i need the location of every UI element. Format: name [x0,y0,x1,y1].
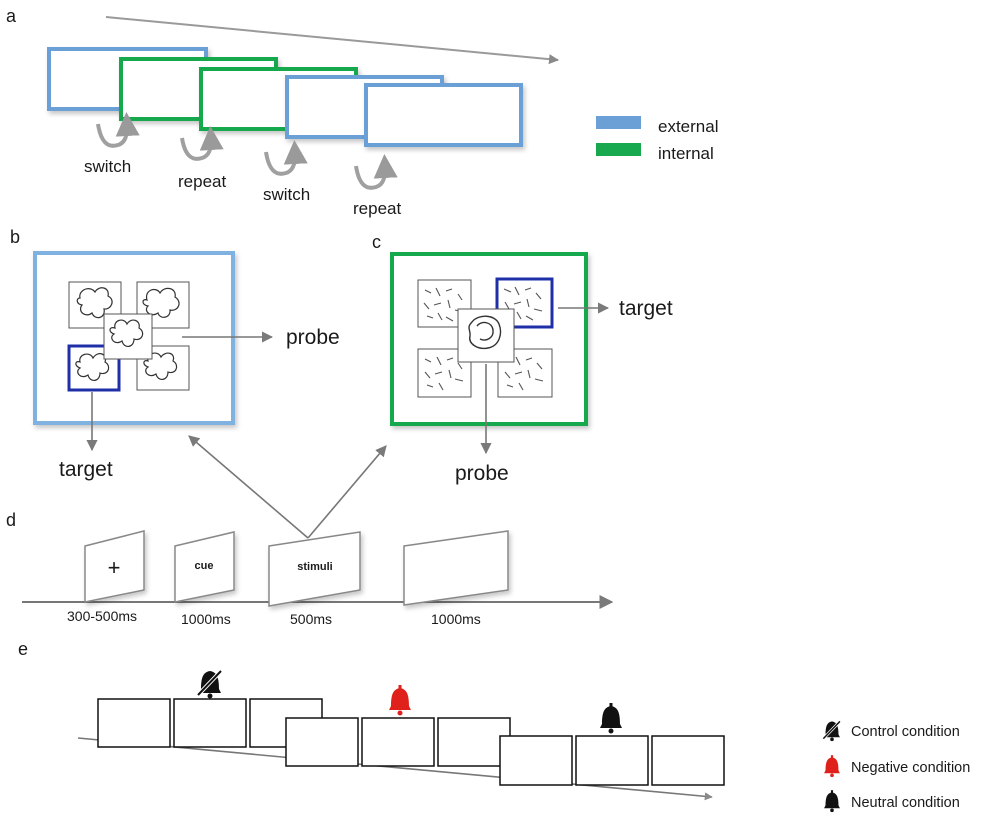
cue-screen [174,531,235,603]
stimuli-text: stimuli [297,561,332,573]
shape-outline [142,287,180,318]
probe-square [457,308,515,363]
legend-label-control: Control condition [851,724,960,740]
duration-label: 1000ms [181,611,231,627]
shape-outline [109,319,144,347]
trial-box [575,735,649,786]
target-label: target [619,297,673,320]
trial-box [499,735,573,786]
transition-label: repeat [353,199,401,218]
muted-bell-icon [196,669,223,699]
legend-neutral: Neutral condition [824,790,960,813]
duration-label: 1000ms [431,611,481,627]
trial-box [361,717,435,767]
panel-letter-a: a [6,6,17,26]
blank-screen [403,530,509,606]
shape-outline [468,315,502,350]
legend-label-neutral: Neutral condition [851,795,960,811]
trial-box [437,717,511,767]
legend-control: Control condition [822,720,960,742]
legend-label-internal: internal [658,144,714,163]
probe-label: probe [286,326,340,349]
panel-letter-e: e [18,639,28,659]
panel-letter-d: d [6,510,16,530]
bell-icon [389,685,411,716]
transition-label: switch [263,185,310,204]
panel-d: d + cue stimuli 300-500ms 1000ms 500ms 1… [6,435,614,627]
bell-icon [824,755,840,778]
trial-frame-external [364,83,523,147]
panel-b: b probe target [10,227,340,481]
trial-box [651,735,725,786]
cue-text: cue [195,560,214,572]
curved-arrow-icon [264,140,308,176]
panel-e: e [18,639,970,813]
scrambled-texture [504,356,544,391]
legend-negative: Negative condition [824,755,970,778]
panel-c: c target probe [372,232,673,485]
stimuli-screen [268,531,361,607]
duration-label: 500ms [290,611,332,627]
duration-label: 300-500ms [67,608,137,624]
block-negative [285,717,511,767]
legend-label-negative: Negative condition [851,760,970,776]
curved-arrow-icon [354,154,398,190]
muted-bell-icon [822,720,841,742]
trial-box [97,698,171,748]
transition-label: switch [84,157,131,176]
shape-outline [75,353,110,381]
time-arrow [105,16,559,65]
panel-letter-b: b [10,227,20,247]
probe-square [103,313,153,360]
trial-box [285,717,359,767]
curved-arrow-icon [180,126,224,161]
trial-box [173,698,247,748]
fixation-cross: + [108,555,121,580]
target-label: target [59,458,113,481]
link-arrow-to-b [188,435,309,539]
block-neutral [499,735,725,786]
curved-arrow-icon [96,112,140,148]
legend-swatch-internal [596,143,641,156]
legend-swatch-external [596,116,641,129]
link-arrow-to-c [307,445,387,539]
time-arrow [77,737,713,801]
fixation-screen [84,530,145,603]
legend-label-external: external [658,117,718,136]
transition-label: repeat [178,172,226,191]
panel-letter-c: c [372,232,381,252]
bell-icon [600,703,622,734]
bell-icon [824,790,840,813]
shape-outline [143,352,178,380]
probe-label: probe [455,462,509,485]
panel-a: a switch repeat switch repeat external i… [6,6,718,218]
scrambled-texture [424,356,464,391]
shape-outline [76,287,113,319]
